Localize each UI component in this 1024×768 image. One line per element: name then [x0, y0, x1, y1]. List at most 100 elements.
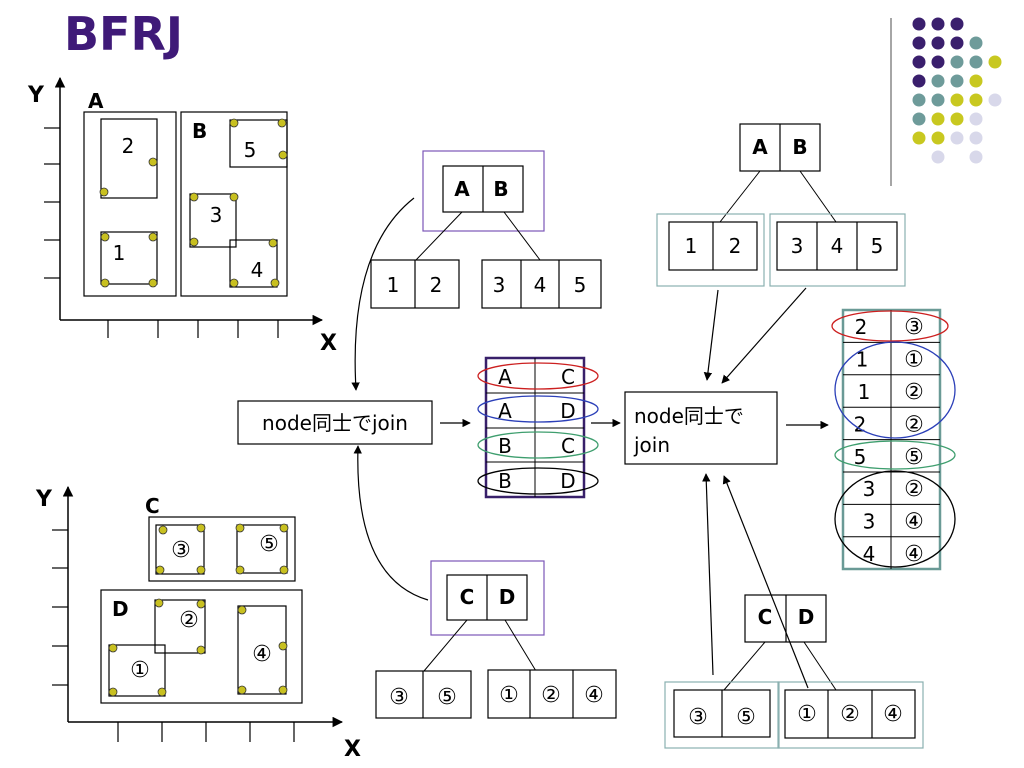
- plot-top-x-ticks: [107, 320, 279, 338]
- tree-cd-right-leaf-right: [784, 689, 916, 739]
- tree-ab-right-leaf-1: 1: [685, 234, 698, 258]
- tree-ab-right-leaf-4: 4: [831, 234, 844, 258]
- tree-cd-center-leaf-right: [487, 669, 617, 719]
- decor-dot: [950, 17, 964, 31]
- decor-dot: [912, 55, 926, 69]
- decor-dot: [950, 93, 964, 107]
- tree-cd-right-left-frame: [664, 681, 780, 749]
- pairs-mid-left-cell: B: [498, 469, 512, 493]
- tree-ab-right-leaf-2: 2: [729, 234, 742, 258]
- tree-ab-center-leaf-3: 3: [493, 273, 506, 297]
- label-D: D: [112, 597, 129, 621]
- join-box-right-line1: node同士で: [634, 404, 744, 428]
- tree-ab-center-leaf-right: [481, 259, 602, 309]
- decor-dot: [950, 74, 964, 88]
- pairs-mid-ellipse-red: [477, 362, 599, 390]
- tree-cd-center-root-C: C: [460, 585, 475, 609]
- result-left-cell: 4: [863, 542, 876, 566]
- tree-cd-center-leaf-c1: ①: [499, 683, 519, 708]
- rect-c2: [154, 599, 206, 654]
- decor-dot: [931, 36, 945, 50]
- tree-ab-center-leaf-1: 1: [387, 273, 400, 297]
- label-C: C: [145, 494, 160, 518]
- rect-c3: [155, 524, 205, 575]
- arrow-ab-left-to-join-right: [703, 289, 719, 381]
- join-box-right-line2: join: [633, 433, 670, 457]
- rect-c1-label: ①: [130, 658, 150, 683]
- rect-c5-label: ⑤: [259, 532, 279, 557]
- plot-top-y-ticks: [44, 127, 60, 279]
- plot-bottom-x-label: X: [344, 737, 361, 762]
- result-right-cell: ⑤: [904, 445, 924, 470]
- result-ellipse-black: [834, 470, 956, 568]
- tree-ab-center-root-A: A: [454, 177, 470, 201]
- tree-ab-center-leaf-5: 5: [574, 273, 587, 297]
- result-left-cell: 2: [854, 412, 867, 436]
- arrow-cd-right-to-join-right: [722, 475, 809, 689]
- decor-dot: [950, 131, 964, 145]
- rect-1: [100, 231, 158, 285]
- decor-dot: [912, 112, 926, 126]
- tree-cd-right-right-frame: [777, 681, 924, 749]
- decor-dot: [912, 74, 926, 88]
- result-right-cell: ③: [904, 315, 924, 340]
- tree-cd-right-leaf-c4: ④: [883, 702, 903, 727]
- tree-ab-center-leaf-4: 4: [534, 273, 547, 297]
- tree-cd-center-leaf-c5: ⑤: [437, 685, 457, 710]
- tree-cd-right-root-C: C: [758, 605, 773, 629]
- rect-c4-label: ④: [252, 642, 272, 667]
- tree-cd-right: C D ③ ⑤ ① ② ④: [664, 594, 924, 749]
- plot-top-y-label: Y: [27, 83, 45, 108]
- tree-cd-center-leaf-c3: ③: [389, 685, 409, 710]
- decor-dot: [950, 112, 964, 126]
- tree-ab-right-leaf-5: 5: [871, 234, 884, 258]
- join-box-left-label: node同士でjoin: [262, 411, 408, 435]
- rect-c5: [236, 524, 288, 574]
- decor-dot: [969, 55, 983, 69]
- tree-cd-center-leaf-c2: ②: [541, 683, 561, 708]
- result-right-cell: ①: [904, 348, 924, 373]
- result-ellipse-red: [831, 310, 949, 342]
- decor-dot: [931, 150, 945, 164]
- mbr-A: [83, 111, 177, 297]
- arrow-cd-left-to-join-right: [702, 473, 714, 676]
- tree-cd-center: C D ③ ⑤ ① ② ④: [375, 560, 617, 719]
- plot-bottom: Y X C D ③ ⑤ ② ① ④: [35, 485, 361, 762]
- plot-bottom-x-ticks: [117, 722, 295, 742]
- rect-4-label: 4: [251, 258, 264, 282]
- plot-top-points: [99, 118, 288, 288]
- decor-dot: [969, 131, 983, 145]
- label-A: A: [88, 89, 104, 113]
- rect-4: [229, 239, 278, 288]
- result-left-cell: 1: [856, 348, 869, 372]
- result-right-cell: ④: [904, 510, 924, 535]
- tree-cd-right-root-D: D: [798, 605, 815, 629]
- tree-ab-right-root-B: B: [792, 135, 807, 159]
- tree-ab-center-root-B: B: [493, 177, 508, 201]
- pairs-mid-right-cell: C: [561, 434, 575, 458]
- plot-top: Y X A B 2 1 5 3 4: [27, 76, 337, 356]
- result-right-cell: ④: [904, 542, 924, 567]
- decor-dot: [912, 36, 926, 50]
- rect-c4: [237, 605, 287, 695]
- decor-dot: [931, 131, 945, 145]
- rect-2-label: 2: [122, 134, 135, 158]
- join-box-left: [237, 400, 433, 445]
- tree-ab-right-right-frame: [769, 213, 906, 287]
- pairs-mid-right-cell: D: [560, 399, 575, 423]
- decor-dot: [969, 150, 983, 164]
- decor-dot: [931, 74, 945, 88]
- decor-dot: [912, 93, 926, 107]
- rect-c3-label: ③: [171, 538, 191, 563]
- arrow-ab-to-join-left: [351, 197, 415, 391]
- decor-dot: [931, 17, 945, 31]
- rect-1-label: 1: [113, 241, 126, 265]
- plot-top-x-label: X: [320, 331, 337, 356]
- tree-ab-right-leaf-3: 3: [791, 234, 804, 258]
- decor-dot: [931, 55, 945, 69]
